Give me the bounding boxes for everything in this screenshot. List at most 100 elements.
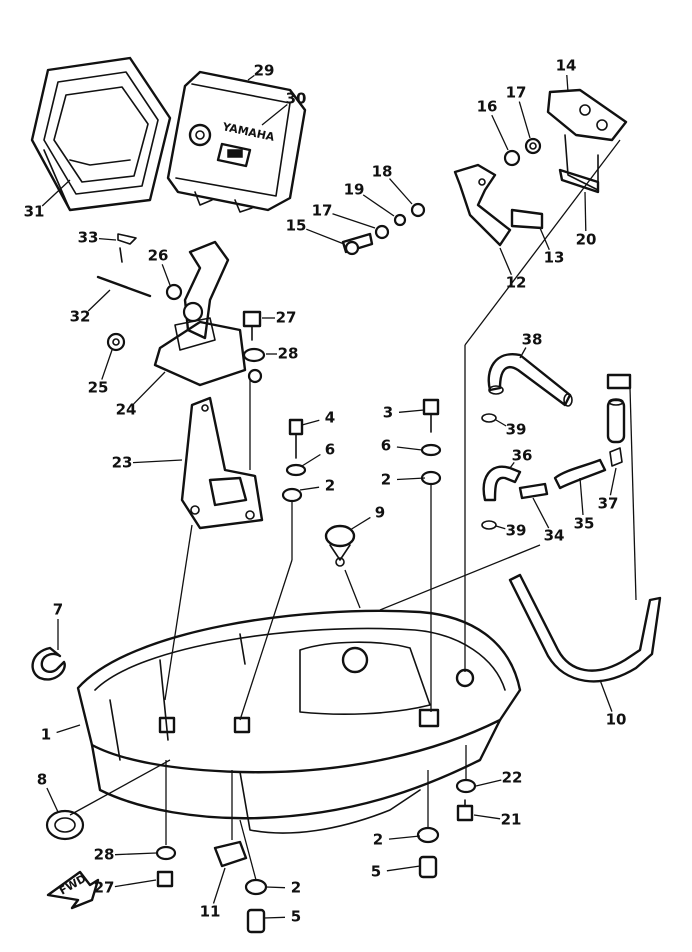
hose-36: [482, 465, 522, 502]
bolt-stack-3: [420, 398, 442, 486]
leader-line: [495, 525, 506, 530]
part-number-label: 5: [291, 908, 301, 926]
part-number-label: 39: [506, 421, 527, 439]
leader-line: [56, 724, 81, 734]
callout-p23: 23: [112, 454, 183, 472]
callout-p38: 38: [519, 331, 543, 359]
leader-line: [499, 247, 512, 276]
part-number-label: 6: [381, 437, 391, 455]
leader-line: [584, 191, 587, 232]
leader-line: [398, 409, 425, 413]
leader-line: [609, 467, 617, 496]
joint-34-35: [518, 447, 623, 500]
bolt-stack-4: [281, 418, 307, 560]
callout-p3: 3: [383, 404, 425, 422]
callout-p21: 21: [473, 811, 522, 829]
callout-p24: 24: [116, 371, 166, 419]
callout-p1: 1: [41, 724, 81, 744]
callout-p20: 20: [576, 191, 597, 249]
callout-p33: 33: [78, 229, 117, 247]
hose-38: [487, 353, 573, 407]
leader-line: [491, 114, 509, 151]
callout-p27b: 27: [94, 879, 157, 897]
part-number-label: 6: [325, 441, 335, 459]
clip-7: [31, 646, 66, 681]
callout-p32: 32: [70, 289, 111, 326]
part-number-label: 10: [606, 711, 627, 729]
callout-p17a: 17: [506, 84, 531, 139]
part-number-label: 3: [383, 404, 393, 422]
part-number-label: 20: [576, 231, 597, 249]
lower-hardware: [155, 778, 477, 934]
fwd-arrow-icon: FWD: [46, 870, 100, 910]
leader-line: [519, 347, 527, 359]
callout-p18: 18: [372, 163, 413, 205]
callout-p17b: 17: [312, 202, 376, 229]
clips-39: [481, 413, 497, 530]
leader-line: [101, 349, 113, 380]
leader-line: [265, 886, 286, 889]
callout-p26: 26: [148, 247, 171, 286]
part-number-label: 33: [78, 229, 99, 247]
part-number-label: 5: [371, 863, 381, 881]
instrument-panel-29: YAMAHA: [166, 70, 307, 213]
part-number-label: 8: [37, 771, 47, 789]
callout-p14: 14: [556, 57, 576, 93]
leader-line: [306, 228, 345, 245]
callout-p15: 15: [286, 217, 345, 245]
leader-line: [386, 865, 421, 872]
part-number-label: 22: [502, 769, 523, 787]
leader-line: [579, 477, 584, 516]
part-number-label: 19: [344, 181, 365, 199]
grommet-9: [324, 524, 356, 567]
bracket-23: [180, 396, 264, 530]
bracket-12: [341, 163, 544, 256]
part-number-label: 12: [506, 274, 527, 292]
callout-p6a: 6: [301, 441, 335, 467]
part-number-label: 35: [574, 515, 595, 533]
leader-line: [299, 486, 320, 491]
callout-p9: 9: [349, 504, 385, 531]
part-number-label: 21: [501, 811, 522, 829]
leader-line: [46, 787, 59, 813]
callout-p28a: 28: [266, 345, 298, 363]
callout-p34: 34: [532, 497, 564, 545]
leader-line: [161, 264, 171, 286]
callout-p13: 13: [539, 227, 564, 267]
leader-line: [389, 178, 413, 205]
leader-line: [388, 835, 421, 840]
callout-p2d: 2: [265, 879, 301, 897]
leader-line: [301, 419, 320, 426]
callout-p37: 37: [598, 467, 618, 513]
callout-p39a: 39: [495, 419, 527, 439]
callout-p2a: 2: [299, 477, 335, 495]
part-number-label: 30: [286, 90, 307, 108]
leader-line: [473, 814, 501, 820]
callout-p30: 30: [261, 90, 307, 126]
leader-line: [396, 446, 423, 451]
callout-p19: 19: [344, 181, 395, 217]
part-number-label: 39: [506, 522, 527, 540]
callout-p12: 12: [499, 247, 527, 292]
plug-8: [45, 809, 85, 841]
screw-27-upper: [242, 310, 266, 363]
upper-bracket-14: [503, 88, 628, 194]
leader-line: [261, 103, 288, 126]
leader-line: [509, 462, 515, 469]
part-number-label: 2: [381, 471, 391, 489]
fuel-connector-37: [606, 373, 632, 444]
callout-p5a: 5: [371, 863, 421, 881]
callout-p8: 8: [37, 771, 59, 813]
part-number-label: 1: [41, 726, 51, 744]
part-number-label: 28: [278, 345, 299, 363]
callout-p22: 22: [475, 769, 523, 787]
part-number-label: 9: [375, 504, 385, 522]
callout-p16: 16: [477, 98, 509, 151]
hose-10: [508, 573, 662, 683]
leader-line: [532, 497, 550, 529]
part-number-label: 38: [522, 331, 543, 349]
part-number-label: 29: [254, 62, 275, 80]
brand-label: YAMAHA: [220, 120, 276, 144]
